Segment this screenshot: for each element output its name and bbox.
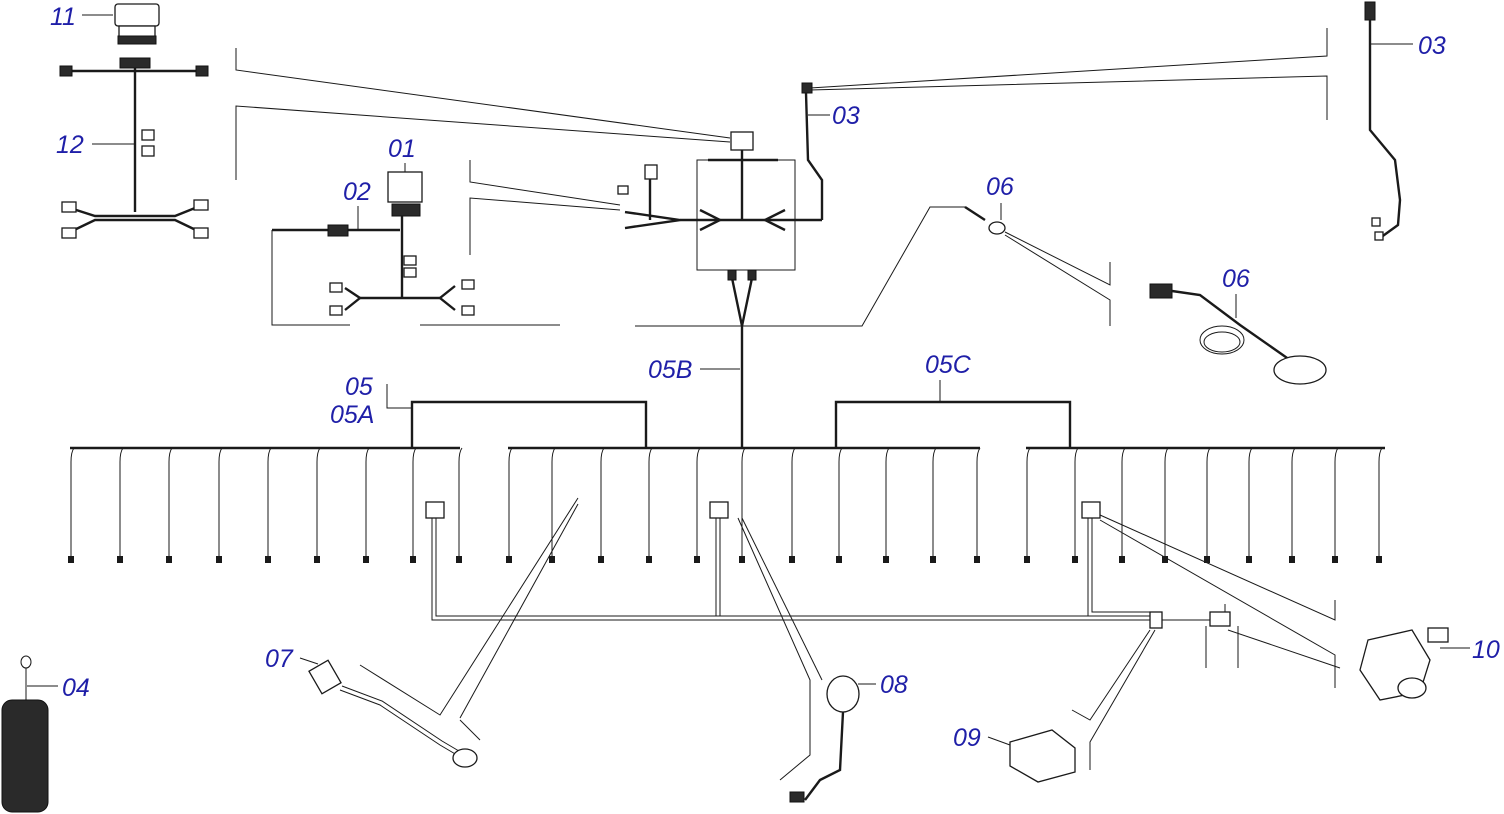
dropper-wire: [1206, 447, 1211, 556]
dropper-connector: [1246, 556, 1252, 563]
boom-harness[interactable]: [68, 380, 1385, 668]
dropper-connector: [1162, 556, 1168, 563]
dropper-connector: [598, 556, 604, 563]
dropper-wire: [365, 447, 370, 556]
dropper-wire: [648, 447, 653, 556]
dropper-connector: [974, 556, 980, 563]
dropper-connector: [930, 556, 936, 563]
dropper-connector: [216, 556, 222, 563]
dropper-connector: [549, 556, 555, 563]
part-01-ecu[interactable]: [329, 163, 475, 316]
label-part-05b: 05B: [648, 356, 692, 384]
dropper-connector: [694, 556, 700, 563]
dropper-wire: [1378, 447, 1383, 556]
label-part-10: 10: [1472, 636, 1500, 664]
label-part-07: 07: [265, 645, 294, 673]
label-part-06-lower: 06: [1222, 265, 1250, 293]
dropper-connector: [68, 556, 74, 563]
dropper-wire: [976, 447, 981, 556]
dropper-wire: [1164, 447, 1169, 556]
dropper-connector: [410, 556, 416, 563]
label-part-01: 01: [388, 135, 416, 163]
label-part-11: 11: [50, 3, 76, 31]
dropper-connector: [117, 556, 123, 563]
dropper-wire: [1248, 447, 1253, 556]
label-part-08: 08: [880, 671, 908, 699]
droppers-mid: [506, 447, 981, 563]
label-part-12: 12: [56, 131, 84, 159]
dropper-connector: [1204, 556, 1210, 563]
dropper-wire: [508, 447, 513, 556]
dropper-wire: [1121, 447, 1126, 556]
dropper-wire: [1334, 447, 1339, 556]
dropper-wire: [551, 447, 556, 556]
dropper-wire: [458, 447, 463, 556]
central-harness[interactable]: [617, 131, 965, 448]
dropper-wire: [119, 447, 124, 556]
dropper-wire: [932, 447, 937, 556]
dropper-connector: [166, 556, 172, 563]
part-11-controller[interactable]: [82, 3, 160, 45]
label-part-04: 04: [62, 674, 90, 702]
dropper-wire: [885, 447, 890, 556]
dropper-wire: [267, 447, 272, 556]
part-09-block[interactable]: [987, 629, 1156, 783]
dropper-wire: [838, 447, 843, 556]
label-part-06-upper: 06: [986, 173, 1014, 201]
dropper-wire: [1026, 447, 1031, 556]
part-03-cable[interactable]: [801, 1, 1413, 241]
part-07-sensor[interactable]: [299, 497, 579, 768]
dropper-wire: [741, 447, 746, 556]
label-part-03-right: 03: [1418, 32, 1446, 60]
dropper-connector: [789, 556, 795, 563]
droppers-right: [1024, 447, 1383, 563]
dropper-connector: [1376, 556, 1382, 563]
dropper-wire: [412, 447, 417, 556]
dropper-connector: [1119, 556, 1125, 563]
dropper-wire: [696, 447, 701, 556]
part-04-brush[interactable]: [1, 655, 58, 813]
dropper-connector: [506, 556, 512, 563]
dropper-wire: [791, 447, 796, 556]
dropper-wire: [70, 447, 75, 556]
dropper-connector: [1332, 556, 1338, 563]
dropper-connector: [1289, 556, 1295, 563]
dropper-wire: [1074, 447, 1079, 556]
dropper-connector: [1072, 556, 1078, 563]
label-part-02: 02: [343, 178, 371, 206]
dropper-connector: [836, 556, 842, 563]
dropper-connector: [265, 556, 271, 563]
label-part-03-center: 03: [832, 102, 860, 130]
dropper-wire: [316, 447, 321, 556]
leader-lines-top: [235, 48, 731, 255]
label-part-05: 05: [345, 373, 373, 401]
dropper-connector: [363, 556, 369, 563]
dropper-connector: [314, 556, 320, 563]
label-part-05a: 05A: [330, 401, 374, 429]
dropper-connector: [646, 556, 652, 563]
part-10-pump[interactable]: [1099, 514, 1470, 701]
dropper-wire: [600, 447, 605, 556]
dropper-connector: [1024, 556, 1030, 563]
dropper-connector: [883, 556, 889, 563]
part-02-connector[interactable]: [271, 206, 560, 326]
droppers-left: [68, 447, 463, 563]
dropper-wire: [218, 447, 223, 556]
label-part-05c: 05C: [925, 351, 972, 379]
part-08-sensor[interactable]: [737, 517, 876, 803]
dropper-connector: [456, 556, 462, 563]
part-06-sensor[interactable]: [964, 203, 1327, 385]
dropper-connector: [739, 556, 745, 563]
label-part-09: 09: [953, 724, 981, 752]
dropper-wire: [1291, 447, 1296, 556]
dropper-wire: [168, 447, 173, 556]
part-12-harness[interactable]: [59, 57, 209, 239]
